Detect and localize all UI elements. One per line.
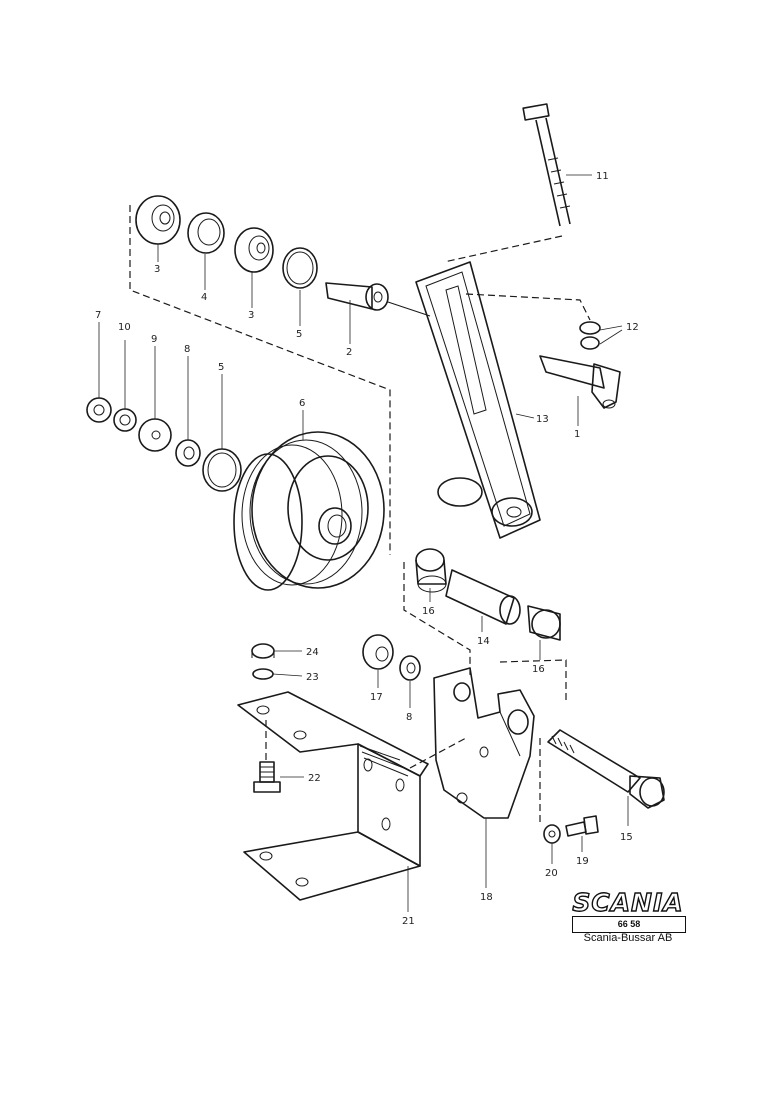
washer-9 xyxy=(138,418,172,452)
callout-7: 7 xyxy=(95,310,101,321)
callout-19: 19 xyxy=(576,856,589,867)
washer-nuts xyxy=(579,321,601,350)
callout-5-lower: 5 xyxy=(218,362,224,373)
callout-13: 13 xyxy=(536,414,549,425)
washer-23 xyxy=(252,668,274,680)
spacer-ring xyxy=(187,212,225,254)
callout-21: 21 xyxy=(402,916,415,927)
callout-3-right: 3 xyxy=(248,310,254,321)
belt-pulley xyxy=(233,431,385,591)
company-name: Scania-Bussar AB xyxy=(583,932,673,944)
nut-7 xyxy=(86,397,112,423)
callout-14: 14 xyxy=(477,636,490,647)
washer-20 xyxy=(543,824,561,844)
scania-logo: SCANIA xyxy=(572,887,684,917)
callout-24: 24 xyxy=(306,647,319,658)
callout-9: 9 xyxy=(151,334,157,345)
bushing-upper xyxy=(415,548,447,593)
callout-16-upper: 16 xyxy=(422,606,435,617)
long-bolt-15 xyxy=(547,729,665,809)
callout-8-lower: 8 xyxy=(406,712,412,723)
callout-22: 22 xyxy=(308,773,321,784)
circlip-upper xyxy=(282,247,318,289)
callout-16-lower: 16 xyxy=(532,664,545,675)
callout-2: 2 xyxy=(346,347,352,358)
nut-24 xyxy=(251,643,275,659)
pulley-shaft xyxy=(325,282,431,317)
drawing-code: 66 58 xyxy=(572,916,686,933)
spacer-sleeve xyxy=(445,569,521,625)
callout-18: 18 xyxy=(480,892,493,903)
washer-8 xyxy=(399,655,421,681)
nut-17 xyxy=(362,634,394,670)
callout-20: 20 xyxy=(545,868,558,879)
callout-10: 10 xyxy=(118,322,131,333)
callout-15: 15 xyxy=(620,832,633,843)
callout-17: 17 xyxy=(370,692,383,703)
screw-19 xyxy=(565,815,599,837)
bolt-22 xyxy=(253,761,281,793)
mounting-bracket xyxy=(237,691,429,901)
callout-11: 11 xyxy=(596,171,609,182)
callout-5-upper: 5 xyxy=(296,329,302,340)
callout-1: 1 xyxy=(574,429,580,440)
tensioner-plate xyxy=(433,667,535,819)
callout-23: 23 xyxy=(306,672,319,683)
callout-6: 6 xyxy=(299,398,305,409)
callout-12: 12 xyxy=(626,322,639,333)
circlip-lower xyxy=(202,448,242,492)
eccentric-pin xyxy=(539,355,621,409)
callout-8-upper: 8 xyxy=(184,344,190,355)
callout-3-left: 3 xyxy=(154,264,160,275)
washer-10 xyxy=(113,408,137,432)
scania-logo-block: SCANIA 66 58 Scania-Bussar AB xyxy=(566,887,690,946)
bearing-left xyxy=(135,195,181,245)
tensioner-arm xyxy=(415,261,541,539)
spacer-8 xyxy=(175,439,201,467)
long-bolt xyxy=(522,103,571,227)
bushing-lower xyxy=(527,605,561,641)
bearing-right xyxy=(234,227,274,273)
callout-4: 4 xyxy=(201,292,207,303)
